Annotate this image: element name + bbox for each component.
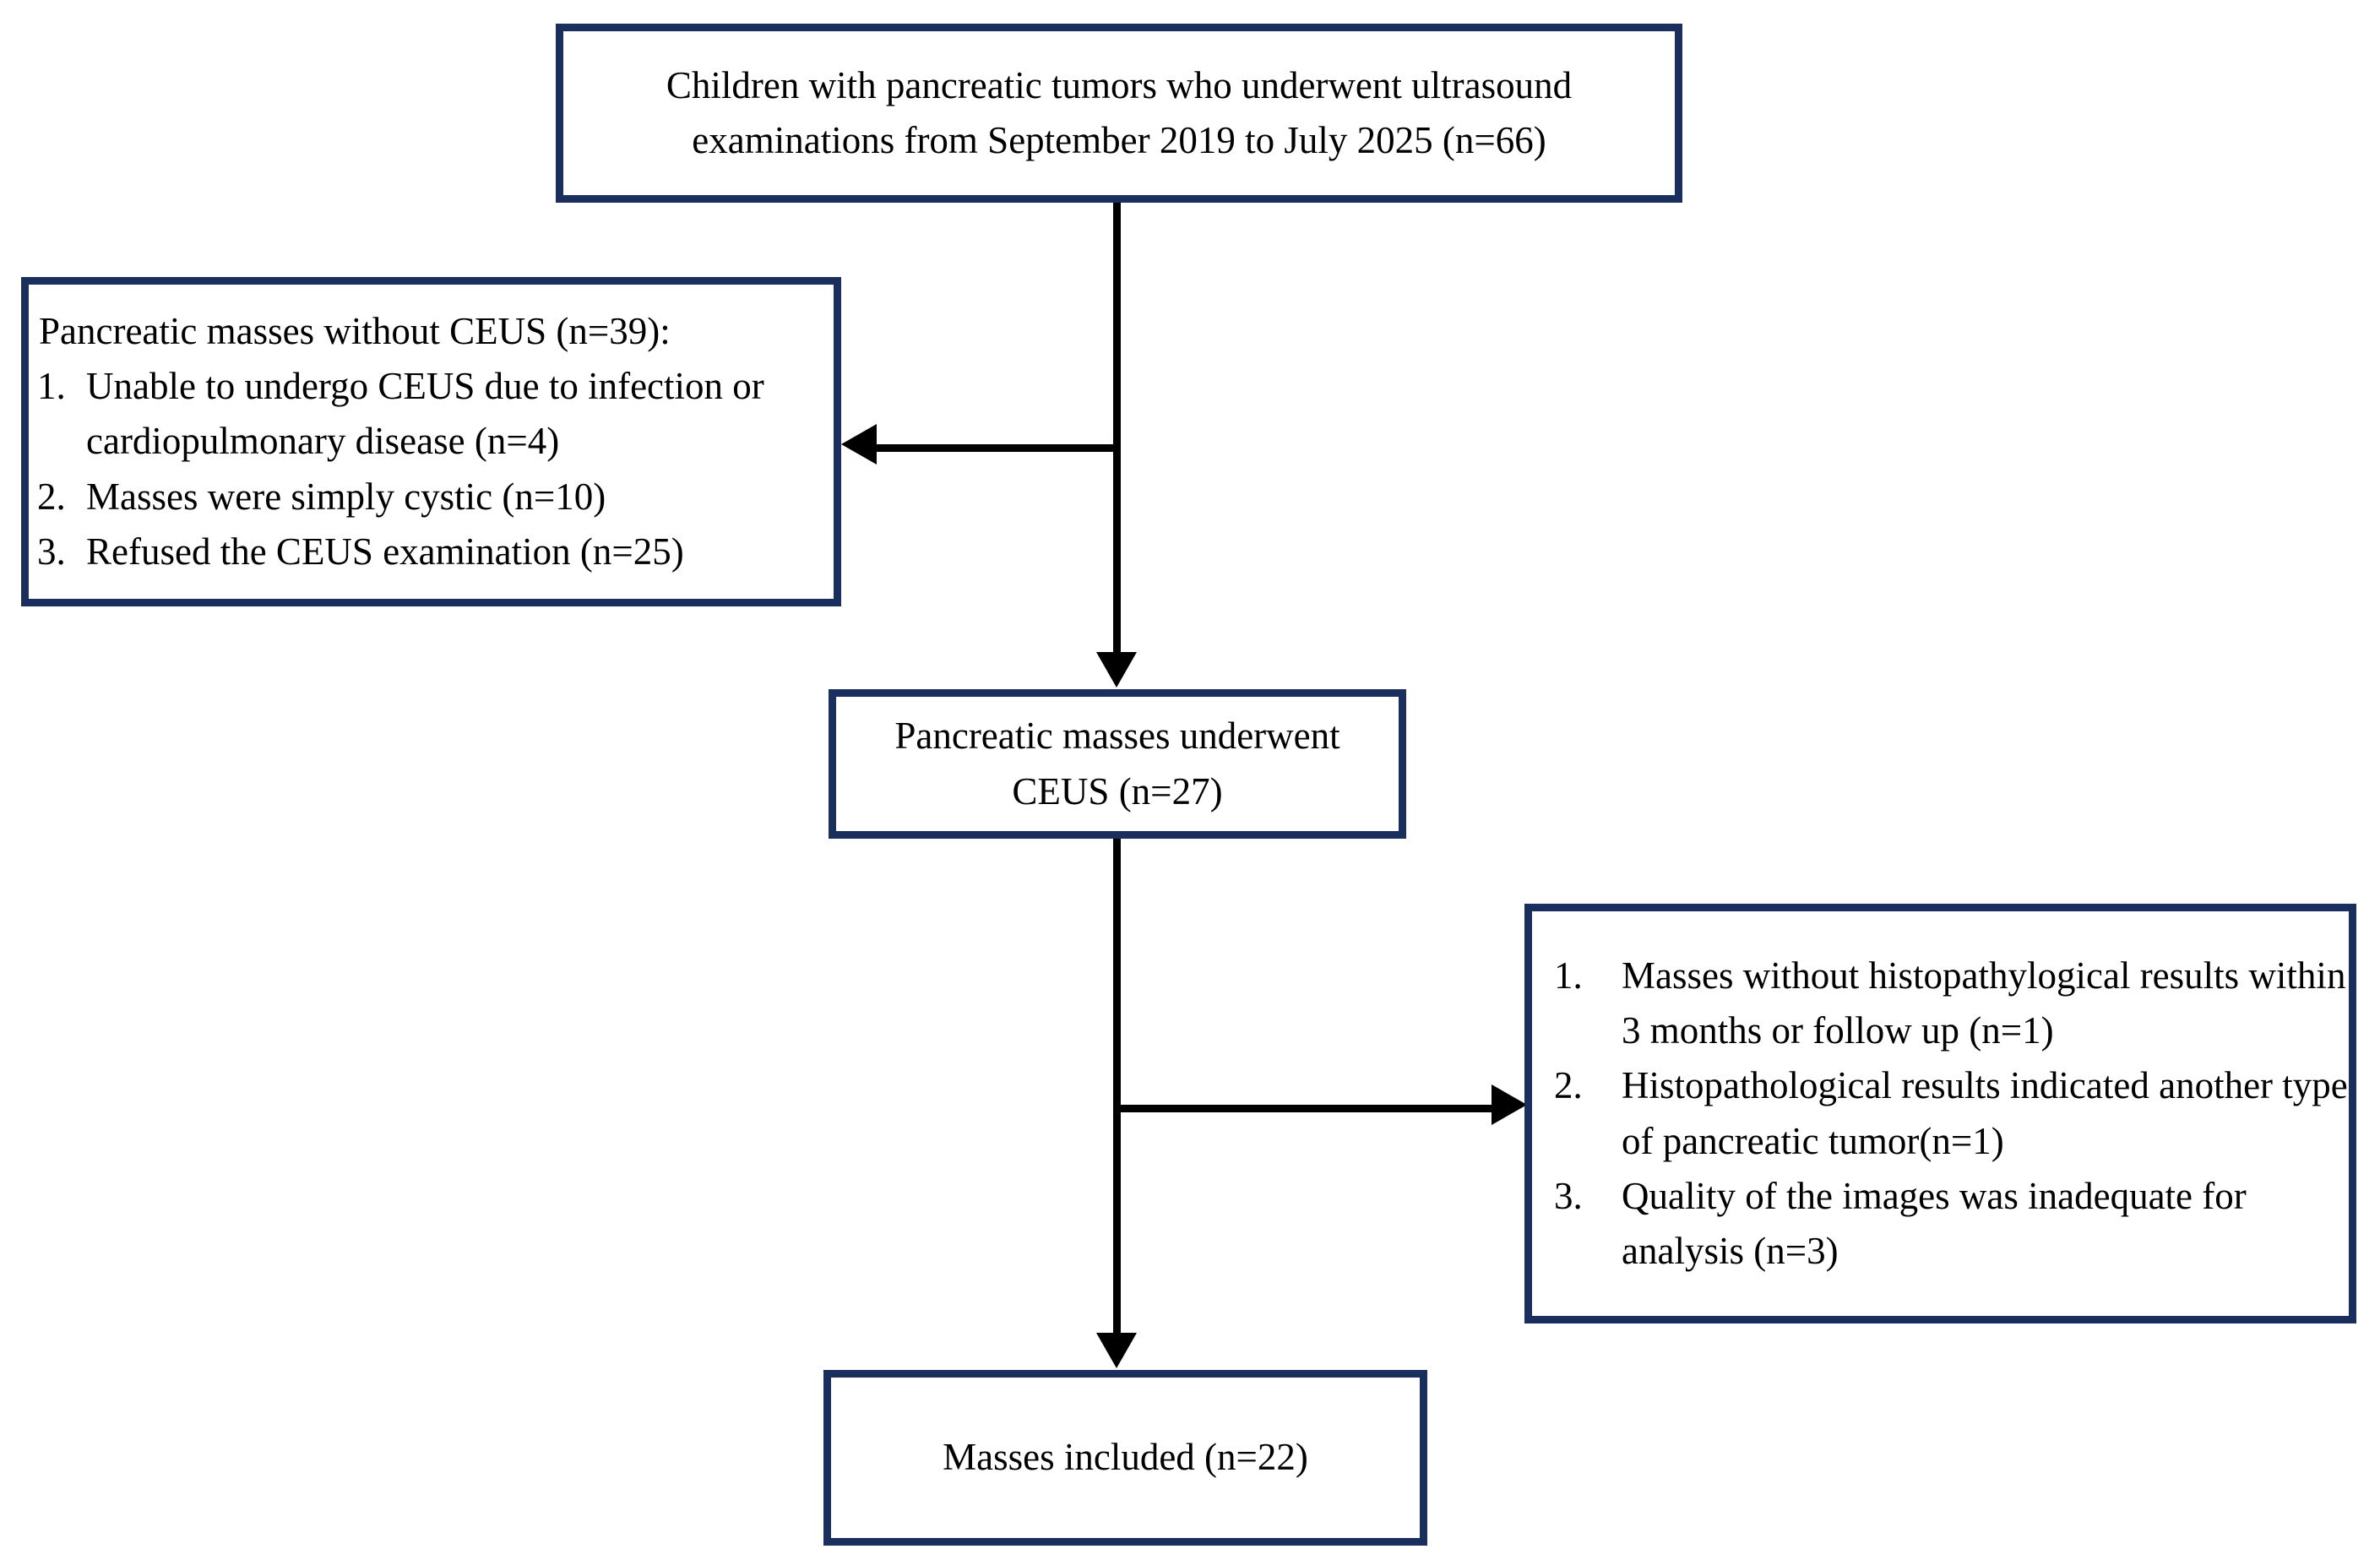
ceus-exclusion-arrowhead [841,424,877,465]
excluded-secondary-box-inner: 1. Masses without histopathylogical resu… [1532,911,2349,1316]
list-item-text: Quality of the images was inadequate for… [1622,1174,2247,1272]
excluded-no-ceus-box: Pancreatic masses without CEUS (n=39): 1… [21,277,841,606]
excluded-no-ceus-lead: Pancreatic masses without CEUS (n=39): [39,309,671,352]
list-marker: 1. [37,365,66,408]
ceus-exclusion-branch [875,444,1117,452]
list-item: 1. Unable to undergo CEUS due to infecti… [29,359,834,470]
list-item: 3. Quality of the images was inadequate … [1532,1169,2349,1280]
list-marker: 2. [1554,1064,1583,1107]
enrolled-to-ceus-trunk [1113,203,1121,655]
list-item: 3. Refused the CEUS examination (n=25) [29,524,834,579]
list-item-text: Unable to undergo CEUS due to infection … [86,365,764,463]
enrolled-box: Children with pancreatic tumors who unde… [556,24,1682,203]
list-item-text: Masses without histopathylogical results… [1622,954,2346,1052]
enrolled-to-ceus-arrowhead [1096,652,1137,688]
list-item: 2. Masses were simply cystic (n=10) [29,470,834,524]
excluded-secondary-list: 1. Masses without histopathylogical resu… [1532,948,2349,1280]
ceus-to-included-trunk [1113,839,1121,1334]
secondary-exclusion-arrowhead [1492,1084,1527,1125]
ceus-to-included-arrowhead [1096,1333,1137,1368]
underwent-ceus-box-text: Pancreatic masses underwent CEUS (n=27) [894,715,1340,813]
included-box-inner: Masses included (n=22) [831,1378,1420,1538]
excluded-secondary-box: 1. Masses without histopathylogical resu… [1524,904,2356,1323]
enrolled-box-inner: Children with pancreatic tumors who unde… [563,31,1675,195]
list-item-text: Histopathological results indicated anot… [1622,1064,2348,1162]
list-item-text: Masses were simply cystic (n=10) [86,475,606,518]
secondary-exclusion-branch [1113,1105,1493,1112]
included-box: Masses included (n=22) [823,1370,1427,1546]
list-marker: 3. [1554,1174,1583,1217]
list-item-text: Refused the CEUS examination (n=25) [86,530,684,573]
list-marker: 1. [1554,954,1583,997]
excluded-no-ceus-box-inner: Pancreatic masses without CEUS (n=39): 1… [29,285,834,599]
underwent-ceus-box: Pancreatic masses underwent CEUS (n=27) [829,689,1406,839]
enrolled-box-text: Children with pancreatic tumors who unde… [666,63,1573,161]
list-item: 2. Histopathological results indicated a… [1532,1058,2349,1169]
list-item: 1. Masses without histopathylogical resu… [1532,948,2349,1059]
excluded-no-ceus-list: 1. Unable to undergo CEUS due to infecti… [29,359,834,579]
list-marker: 2. [37,475,66,518]
list-marker: 3. [37,530,66,573]
included-box-text: Masses included (n=22) [943,1436,1308,1479]
underwent-ceus-box-inner: Pancreatic masses underwent CEUS (n=27) [836,697,1399,831]
